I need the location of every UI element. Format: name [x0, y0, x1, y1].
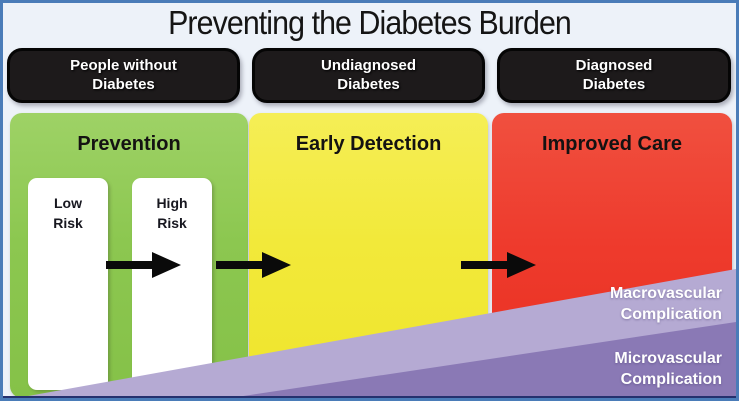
- stage-header-line2: Diabetes: [337, 75, 400, 93]
- high-risk-line2: Risk: [157, 215, 187, 232]
- micro-line2: Complication: [620, 370, 722, 388]
- low-risk-line1: Low: [54, 195, 82, 211]
- macrovascular-complication-label: Macrovascular Complication: [462, 284, 722, 326]
- stage-header-line1: Undiagnosed: [320, 56, 416, 74]
- right-arrow-icon: [216, 252, 291, 278]
- diagram-title: Preventing the Diabetes Burden: [168, 4, 572, 41]
- high-risk-box: High Risk: [132, 178, 212, 390]
- low-risk-box: Low Risk: [28, 178, 108, 390]
- panel-title-early-detection: Early Detection: [295, 133, 442, 155]
- right-arrow-icon: [461, 252, 536, 278]
- stage-header-line2: Diabetes: [582, 75, 646, 93]
- low-risk-line2: Risk: [53, 215, 83, 232]
- panel-title-prevention: Prevention: [77, 133, 181, 155]
- stage-header-line1: People without: [70, 56, 177, 74]
- micro-line1: Microvascular: [614, 350, 722, 367]
- right-arrow-icon: [106, 252, 181, 278]
- diagram-stage: Preventing the Diabetes Burden People wi…: [3, 3, 736, 398]
- stage-header-people-without-diabetes: People without Diabetes: [7, 48, 240, 103]
- macro-line2: Complication: [620, 305, 722, 323]
- stage-header-undiagnosed-diabetes: Undiagnosed Diabetes: [252, 48, 485, 103]
- stage-header-diagnosed-diabetes: Diagnosed Diabetes: [497, 48, 731, 103]
- bottom-frame-line: [3, 396, 736, 398]
- high-risk-line1: High: [156, 195, 188, 211]
- stage-header-line2: Diabetes: [92, 75, 155, 93]
- microvascular-complication-label: Microvascular Complication: [462, 349, 722, 391]
- stage-header-line1: Diagnosed: [575, 56, 653, 74]
- panel-title-improved-care: Improved Care: [541, 133, 683, 155]
- macro-line1: Macrovascular: [609, 285, 722, 302]
